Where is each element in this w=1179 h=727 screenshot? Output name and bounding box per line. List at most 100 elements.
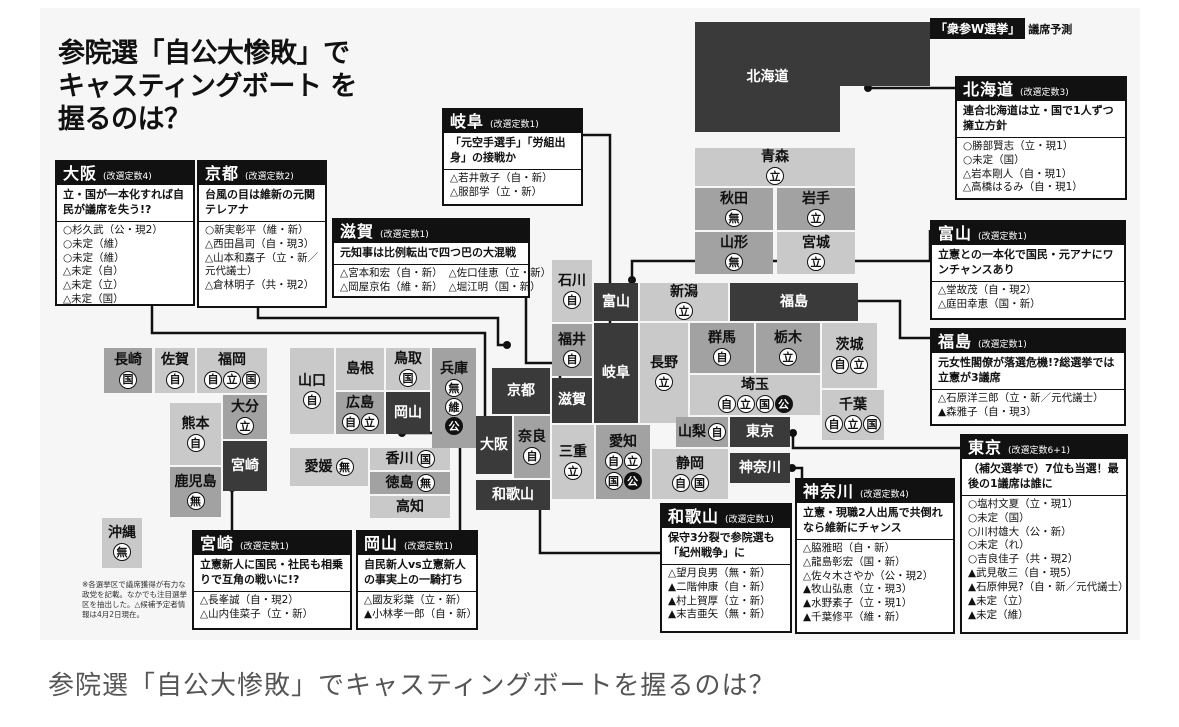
candidate-list: △若井敦子（自・新） △服部学（立・新） [444,170,581,203]
image-caption: 参院選「自公大惨敗」でキャスティングボートを握るのは？ [48,671,776,701]
callout-header: 東京(改選定数6+1) [962,436,1126,460]
party-badges: 自 [713,348,731,367]
pref-label: 京都 [507,382,535,399]
party-badge: 立 [360,413,379,432]
callout-name: 京都 [205,164,240,183]
pref-osaka: 大阪 [476,416,512,474]
callout-header: 福島(改選定数1) [932,330,1124,354]
callout-header: 北海道(改選定数3) [957,78,1125,102]
pref-yamanashi: 山梨 自 [676,417,728,447]
party-badges: 国 [399,369,417,388]
party-badge: 無 [113,543,131,562]
callout-headline: 「元空手選手」「労組出身」の接戦か [444,133,581,170]
pref-label: 群馬 [708,329,736,346]
callout-name: 東京 [968,438,1003,457]
callout-headline: 立憲新人に国民・社民も相乗りで互角の戦いに!? [194,555,350,592]
pref-kanagawa: 神奈川 [730,453,790,483]
pref-miyazaki: 宮崎 [223,441,267,491]
pref-saga: 佐賀 自 [155,348,195,393]
party-badge: 自 [186,434,205,453]
candidate: △國友彩葉（立・新） [364,593,467,606]
callout-seats: (改選定数3) [1020,88,1069,98]
footnote: ※各選挙区で議席獲得が有力な政党を記載。なかでも注目選挙区を抽出した。△候補予定… [82,580,187,620]
pref-label: 富山 [602,293,630,310]
pref-label: 山形 [720,234,748,251]
candidate: ▲未定（立） [968,594,1029,607]
pref-label: 山梨 [678,423,706,440]
party-badge: 自 [563,291,581,310]
party-badge: 立 [623,452,642,471]
pref-hiroshima: 広島 自 立 [336,392,384,434]
candidate: △山内佳菜子（立・新） [200,607,314,620]
candidate: ▲千葉修平（維・新） [803,611,906,624]
callout-toyama: 富山(改選定数1) 立憲との一本化で国民・元アナにワンチャンスあり △堂故茂（自… [930,220,1126,320]
pref-label: 岩手 [802,190,830,207]
pref-kyoto: 京都 [492,368,550,414]
callout-headline: 保守3分裂で参院選も「紀州戦争」に [662,528,790,565]
callout-seats: (改選定数1) [725,515,774,525]
candidate-list: △堂故茂（自・現2） △庭田幸恵（国・新） [932,282,1124,315]
pref-label: 熊本 [181,415,210,432]
candidate-list: △石原洋三郎（立・新／元代議士） ▲森雅子（自・現3） [932,390,1124,423]
pref-label: 徳島 [385,474,414,491]
pref-tochigi: 栃木 立 [756,323,820,373]
pref-label: 東京 [746,423,774,440]
pref-label: 兵庫 [440,360,468,377]
party-badge: 立 [564,462,582,481]
pref-chiba: 千葉 自 立 国 [822,390,884,440]
party-badge: 自 [523,447,541,466]
callout-name: 大阪 [63,164,98,183]
pref-label: 宮城 [802,234,830,251]
party-badge: 自 [563,350,581,369]
party-badges: 自 [186,434,205,453]
party-badges: 自 立 [604,452,642,471]
callout-header: 和歌山(改選定数1) [662,505,790,529]
callout-gifu: 岐阜(改選定数1) 「元空手選手」「労組出身」の接戦か △若井敦子（自・新） △… [442,108,583,206]
candidate: ▲二階伸康（自・新） [668,580,771,593]
pref-label: 岡山 [394,404,422,421]
callout-name: 富山 [938,224,973,243]
pref-label: 宮崎 [231,457,259,474]
pref-label: 秋田 [720,190,748,207]
callout-header: 滋賀(改選定数1) [334,220,528,244]
party-badge: 立 [236,417,254,436]
party-badge: 国 [119,370,137,389]
pref-label: 三重 [559,443,587,460]
pref-kagawa: 香川 国 [370,448,450,470]
pref-nagano: 長野 立 [640,323,688,423]
callout-header: 神奈川(改選定数4) [797,480,953,504]
candidate: ▲石原伸晃?（自・新／元代議士） [968,580,1129,593]
party-badge: 無 [186,492,205,511]
party-badge: 国 [242,370,260,389]
callout-wakayama: 和歌山(改選定数1) 保守3分裂で参院選も「紀州戦争」に △望月良男（無・新） … [660,503,792,633]
candidate-list: △長峯誠（自・現2） △山内佳菜子（立・新） [194,592,350,625]
pref-hokkaido-east [840,22,930,86]
candidate: ○杉久武（公・現2） [63,223,163,236]
callout-headline: 立憲との一本化で国民・元アナにワンチャンスあり [932,245,1124,282]
candidate: △高橋はるみ（自・現1） [963,181,1083,194]
pref-fukushima: 福島 [730,283,858,321]
pref-label: 福井 [558,331,586,348]
pref-label: 滋賀 [558,392,586,409]
callout-name: 福島 [938,332,973,351]
callout-header: 大阪 (改選定数4) [57,162,193,186]
pref-label: 岐阜 [602,364,630,381]
callout-header: 富山(改選定数1) [932,222,1124,246]
party-badges: 自 [563,350,581,369]
party-badge: 国 [690,474,709,493]
party-badge: 国 [604,472,623,491]
party-badge: 立 [850,355,868,374]
candidate-list: △脇雅昭（自・新） △龍島彰宏（国・新） △佐々木さやか（公・現2） ▲牧山弘恵… [797,540,953,628]
pref-iwate: 岩手 立 [777,188,855,230]
pref-label: 奈良 [518,428,546,445]
party-badges: 自 立 国 公 [717,395,793,414]
party-badges: 国 [119,370,137,389]
candidate: △岡屋京佑（維・新） [340,280,443,293]
callout-headline: 立憲・現職2人出馬で共倒れなら維新にチャンス [797,503,953,540]
header-tag-suffix: 議席予測 [1028,22,1073,36]
candidate: ▲武見敬三（自・現5） [968,567,1078,580]
party-badge: 自 [708,423,726,441]
party-badge: 維 [445,398,463,417]
party-badges: 無 [113,543,131,562]
callout-seats: (改選定数4) [103,172,152,182]
